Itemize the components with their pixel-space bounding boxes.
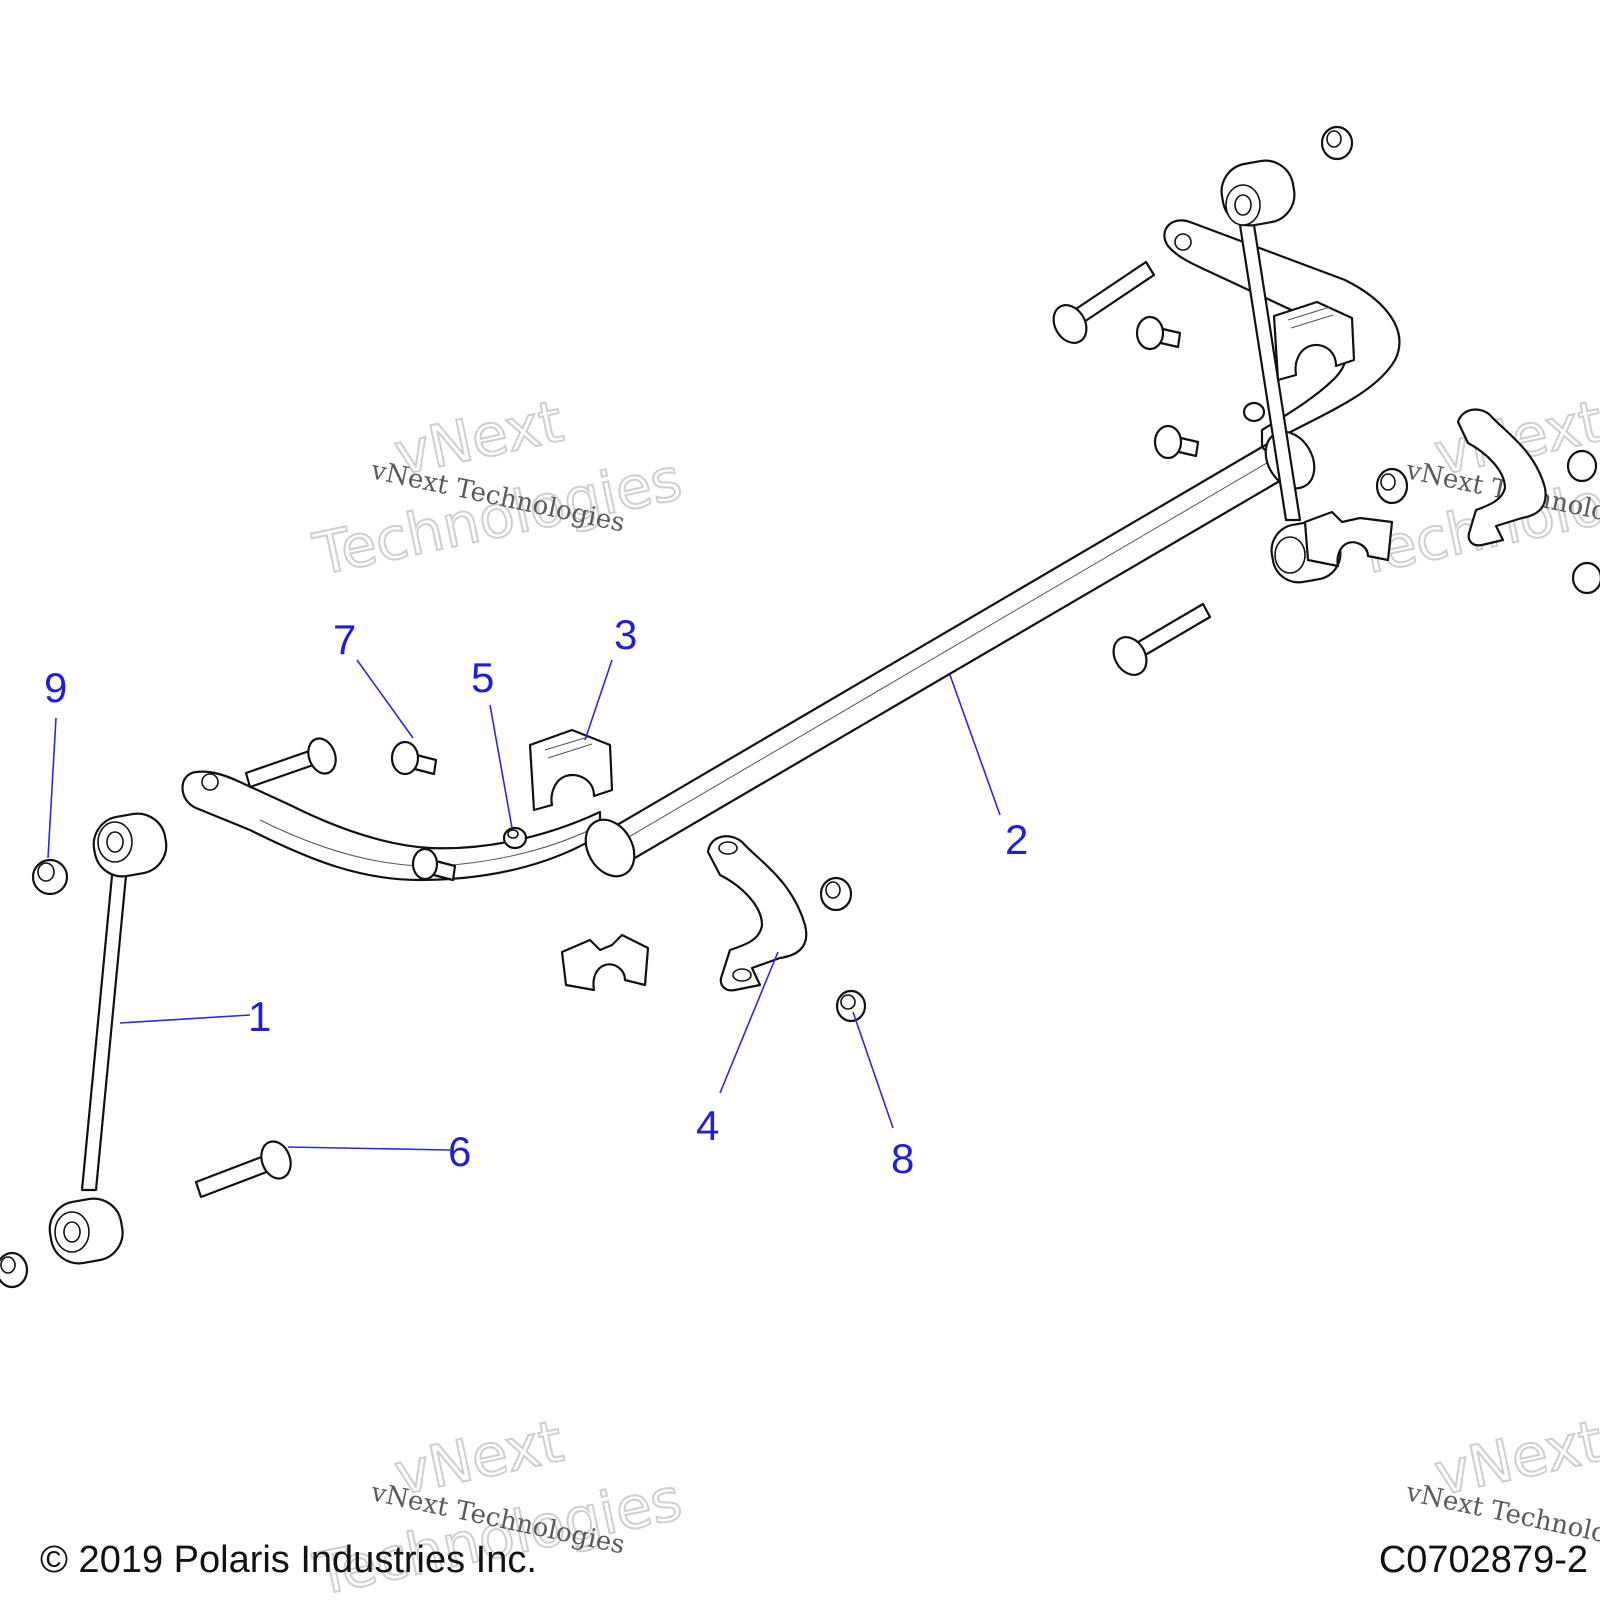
sway-bar-eye-right bbox=[1174, 233, 1192, 251]
callout-5: 5 bbox=[471, 654, 494, 701]
watermark-group-top-left: vNext Technologies vNext Technologies bbox=[307, 386, 689, 590]
leader-6 bbox=[287, 1146, 451, 1151]
leader-9 bbox=[47, 717, 57, 859]
grease-fitting-part-5 bbox=[502, 826, 528, 850]
bushing-upper-right bbox=[1272, 300, 1356, 382]
callout-1: 1 bbox=[248, 993, 271, 1040]
nut-mid bbox=[819, 876, 853, 912]
leader-8 bbox=[852, 1011, 894, 1129]
nut-top-right bbox=[1320, 125, 1354, 161]
callout-3: 3 bbox=[614, 611, 637, 658]
bushing-ring-left bbox=[584, 818, 636, 878]
clamp-far-right bbox=[1456, 408, 1547, 547]
end-link-left bbox=[48, 812, 168, 1265]
leader-3 bbox=[584, 659, 613, 741]
clamp-part-4 bbox=[706, 835, 808, 992]
bolt-right-long bbox=[1112, 602, 1212, 676]
leader-7 bbox=[356, 659, 414, 739]
bolt-part-7 bbox=[390, 740, 438, 776]
nut-far-right-upper bbox=[1566, 449, 1598, 483]
grease-fitting-right bbox=[1242, 401, 1266, 423]
callout-7: 7 bbox=[333, 616, 356, 663]
callout-8: 8 bbox=[891, 1135, 914, 1182]
callout-4: 4 bbox=[696, 1102, 719, 1149]
callout-2: 2 bbox=[1005, 816, 1028, 863]
nut-part-8 bbox=[835, 989, 867, 1023]
bolt-upper-left bbox=[244, 737, 337, 789]
sway-bar-eye-left bbox=[201, 773, 219, 791]
bolt-upper-right-short bbox=[1135, 315, 1182, 351]
nut-bottom-left bbox=[0, 1251, 29, 1289]
figure-code: C0702879-2 bbox=[1379, 1539, 1588, 1581]
nut-far-right-lower bbox=[1571, 561, 1600, 595]
leader-lines bbox=[47, 659, 1001, 1151]
bolt-part-6 bbox=[194, 1140, 292, 1199]
leader-4 bbox=[719, 951, 779, 1094]
bushing-right-lower bbox=[1303, 510, 1394, 568]
bolt-upper-right-long bbox=[1052, 260, 1156, 344]
bushing-lower-left bbox=[560, 933, 650, 992]
leader-2 bbox=[949, 674, 1001, 816]
copyright-text: © 2019 Polaris Industries Inc. bbox=[40, 1539, 537, 1581]
callout-9: 9 bbox=[44, 664, 67, 711]
bushing-part-3 bbox=[528, 728, 614, 812]
nut-part-9 bbox=[31, 858, 69, 896]
callout-labels: 1 2 3 4 5 6 7 8 9 bbox=[44, 611, 1028, 1182]
nut-right bbox=[1375, 467, 1409, 505]
bolt-mid-right-short bbox=[1153, 424, 1200, 460]
bolt-small-left-arm bbox=[411, 847, 457, 882]
watermark-group-bottom-right: vNext vNext Technologies bbox=[1403, 1406, 1600, 1561]
callout-6: 6 bbox=[448, 1128, 471, 1175]
leader-1 bbox=[119, 1014, 251, 1024]
leader-5 bbox=[489, 704, 513, 829]
